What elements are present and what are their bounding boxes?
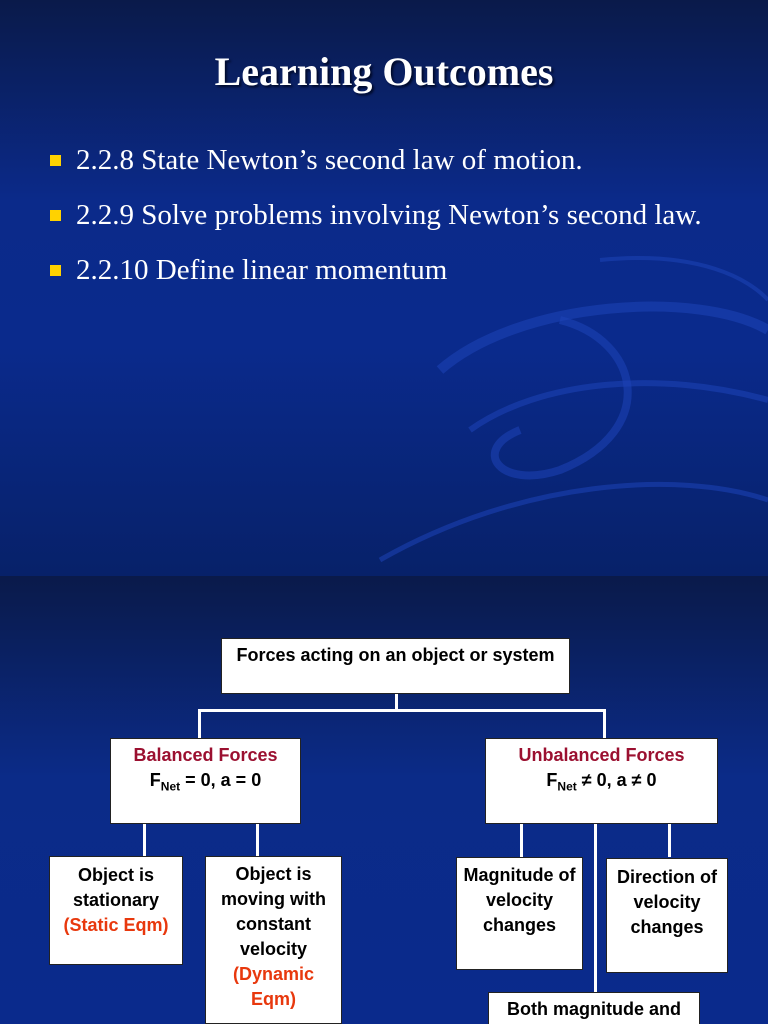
stationary-box: Object is stationary (Static Eqm)	[49, 856, 183, 965]
root-text: Forces acting on an object or system	[236, 645, 555, 665]
direction-box: Direction of velocity changes	[606, 858, 728, 973]
slide-title: Learning Outcomes	[214, 49, 554, 94]
dynamic-eqm-note: (Dynamic Eqm)	[232, 964, 315, 1009]
connector-line	[198, 709, 201, 739]
connector-line	[520, 823, 523, 857]
connector-line	[256, 823, 259, 857]
static-eqm-note: (Static Eqm)	[63, 915, 169, 935]
connector-line	[395, 693, 398, 711]
balanced-forces-title: Balanced Forces	[133, 745, 278, 765]
slide-learning-outcomes: Learning Outcomes 2.2.8 State Newton’s s…	[0, 0, 768, 576]
unbalanced-forces-box: Unbalanced Forces FNet ≠ 0, a ≠ 0	[485, 738, 718, 824]
bullet-text: 2.2.9 Solve problems involving Newton’s …	[76, 199, 702, 231]
bullet-item: 2.2.10 Define linear momentum	[48, 250, 738, 291]
connector-line	[594, 823, 597, 993]
connector-line	[668, 823, 671, 857]
bullet-item: 2.2.8 State Newton’s second law of motio…	[48, 140, 738, 181]
magnitude-box: Magnitude of velocity changes	[456, 857, 583, 970]
moving-text: Object is moving with constant velocity	[221, 864, 326, 959]
connector-line	[603, 709, 606, 739]
bullet-square-icon	[50, 210, 61, 221]
swirl-decoration	[378, 256, 768, 563]
both-box: Both magnitude and	[488, 992, 700, 1024]
bullet-square-icon	[50, 155, 61, 166]
bullet-text: 2.2.10 Define linear momentum	[76, 254, 448, 286]
connector-line	[198, 709, 606, 712]
connector-line	[143, 823, 146, 857]
magnitude-text: Magnitude of velocity changes	[463, 865, 576, 935]
bullet-item: 2.2.9 Solve problems involving Newton’s …	[48, 195, 738, 236]
unbalanced-forces-title: Unbalanced Forces	[518, 745, 685, 765]
balanced-forces-equation: FNet = 0, a = 0	[149, 770, 262, 794]
unbalanced-forces-equation: FNet ≠ 0, a ≠ 0	[546, 770, 657, 794]
slide-forces-diagram: Forces acting on an object or system Bal…	[0, 576, 768, 1024]
bullet-text: 2.2.8 State Newton’s second law of motio…	[76, 144, 583, 176]
direction-text: Direction of velocity changes	[616, 867, 717, 937]
root-box: Forces acting on an object or system	[221, 638, 570, 694]
bullet-square-icon	[50, 265, 61, 276]
stationary-text: Object is stationary	[72, 865, 160, 910]
both-text: Both magnitude and	[507, 999, 681, 1019]
bullet-list: 2.2.8 State Newton’s second law of motio…	[48, 140, 738, 305]
balanced-forces-box: Balanced Forces FNet = 0, a = 0	[110, 738, 301, 824]
moving-box: Object is moving with constant velocity …	[205, 856, 342, 1024]
